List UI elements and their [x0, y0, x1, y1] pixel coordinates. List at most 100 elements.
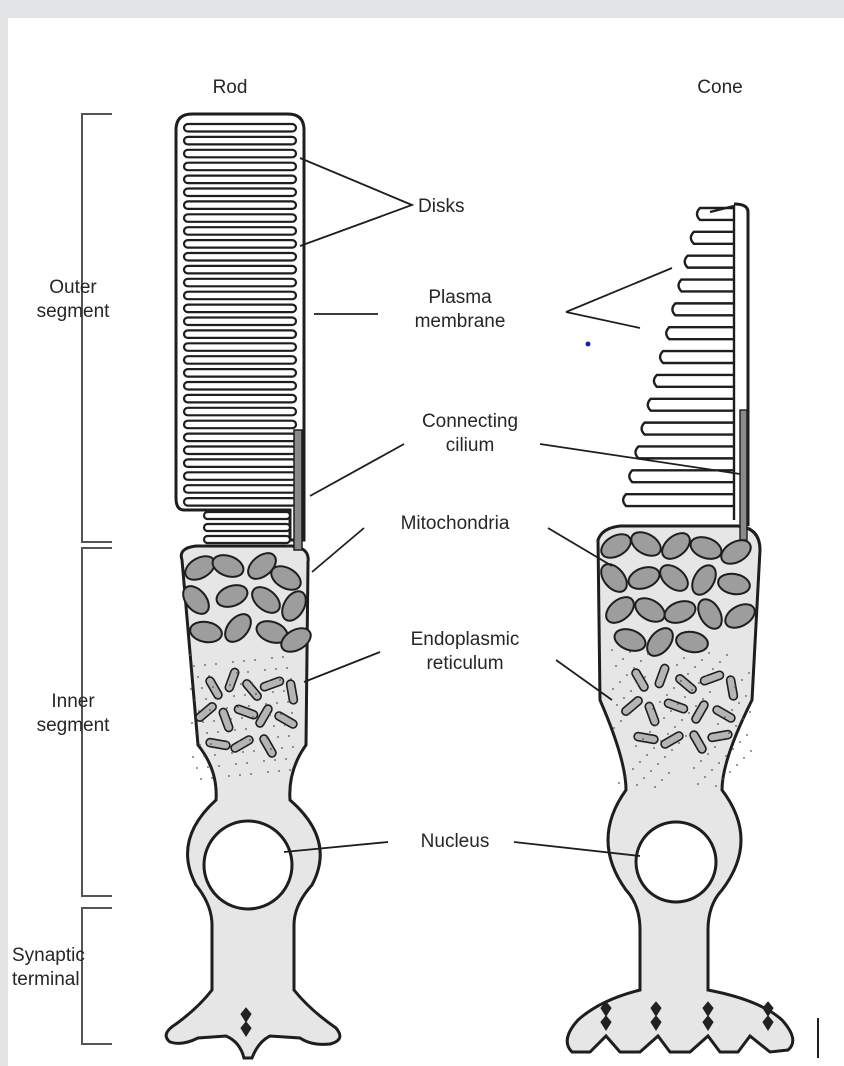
nucleus-label: Nucleus — [395, 830, 515, 854]
rod-inner-body — [166, 546, 340, 1058]
rod-disk — [184, 318, 296, 326]
cone-speckle — [673, 687, 675, 689]
rod-speckle — [280, 713, 282, 715]
cone-membrane-fold — [666, 327, 734, 339]
rod-speckle — [198, 710, 200, 712]
rod-speckle — [249, 739, 251, 741]
cone-speckle — [729, 771, 731, 773]
rod-speckle — [204, 664, 206, 666]
rod-speckle — [292, 746, 294, 748]
plasma-membrane-pointer-cone-a — [566, 268, 672, 312]
rod-speckle — [265, 703, 267, 705]
rod-disk — [204, 536, 290, 543]
cone-speckle — [722, 778, 724, 780]
rod-speckle — [276, 702, 278, 704]
connecting-cilium-line-1: Connecting — [395, 410, 545, 434]
rod-speckle — [268, 680, 270, 682]
cone-speckle — [694, 666, 696, 668]
rod-speckle — [282, 656, 284, 658]
cone-speckle — [700, 760, 702, 762]
segment-brackets — [82, 114, 112, 1044]
cone-speckle — [623, 697, 625, 699]
cone-speckle — [629, 651, 631, 653]
rod-speckle — [217, 731, 219, 733]
rod-speckle — [197, 676, 199, 678]
cone-speckle — [711, 769, 713, 771]
cone-cilium — [740, 410, 747, 540]
inner-segment-line-1: Inner — [18, 690, 128, 714]
rod-speckle — [196, 767, 198, 769]
cone-speckle — [732, 748, 734, 750]
cone-speckle — [731, 709, 733, 711]
rod-speckle — [273, 725, 275, 727]
cone-membrane-fold — [648, 399, 734, 411]
cone-speckle — [743, 757, 745, 759]
rod-speckle — [229, 684, 231, 686]
cone-cell — [567, 204, 818, 1058]
rod-speckle — [289, 769, 291, 771]
rod-disk — [184, 266, 296, 274]
cone-speckle — [735, 725, 737, 727]
cone-speckle — [698, 682, 700, 684]
rod-disk — [184, 163, 296, 171]
rod-disk — [184, 369, 296, 377]
cone-speckle — [630, 690, 632, 692]
rod-speckle — [252, 716, 254, 718]
cone-membrane-fold — [691, 232, 734, 244]
cone-membrane-fold — [629, 470, 734, 482]
cone-speckle — [739, 741, 741, 743]
rod-nucleus — [204, 821, 292, 909]
rod-speckle — [281, 747, 283, 749]
rod-disk — [184, 240, 296, 248]
cone-speckle — [709, 691, 711, 693]
rod-speckle — [234, 729, 236, 731]
cone-speckle — [685, 735, 687, 737]
rod-disk — [184, 434, 296, 442]
rod-disk — [184, 343, 296, 351]
rod-disk — [184, 176, 296, 184]
rod-speckle — [237, 706, 239, 708]
cone-speckle — [639, 761, 641, 763]
er-pointer-rod — [304, 652, 380, 682]
cone-speckle — [646, 754, 648, 756]
cone-speckle — [622, 658, 624, 660]
cone-speckle — [654, 786, 656, 788]
cone-speckle — [664, 756, 666, 758]
rod-speckle — [232, 661, 234, 663]
rod-cilium — [294, 430, 302, 550]
rod-speckle — [193, 665, 195, 667]
rod-speckle — [285, 758, 287, 760]
rod-speckle — [238, 740, 240, 742]
rod-speckle — [192, 756, 194, 758]
rod-speckle — [287, 701, 289, 703]
rod-speckle — [214, 754, 216, 756]
cone-membrane-fold — [642, 423, 734, 435]
cone-speckle — [688, 712, 690, 714]
cone-speckle — [717, 723, 719, 725]
cone-speckle — [653, 747, 655, 749]
rod-speckle — [230, 718, 232, 720]
cone-speckle — [661, 779, 663, 781]
rod-speckle — [290, 678, 292, 680]
rod-speckle — [210, 743, 212, 745]
cone-speckle — [736, 764, 738, 766]
rod-speckle — [255, 693, 257, 695]
cone-speckle — [671, 749, 673, 751]
rod-disk — [184, 472, 296, 480]
rod-disk — [184, 137, 296, 145]
rod-speckle — [245, 728, 247, 730]
stray-dot — [586, 342, 591, 347]
cone-speckle — [635, 745, 637, 747]
plasma-membrane-line-2: membrane — [390, 310, 530, 334]
cone-speckle — [636, 784, 638, 786]
cone-speckle — [649, 731, 651, 733]
cone-speckle — [644, 676, 646, 678]
rod-speckle — [264, 669, 266, 671]
rod-speckle — [263, 760, 265, 762]
cone-speckle — [625, 775, 627, 777]
rod-speckle — [267, 771, 269, 773]
rod-speckle — [215, 663, 217, 665]
connecting-cilium-line-2: cilium — [395, 434, 545, 458]
cone-speckle — [715, 785, 717, 787]
rod-speckle — [227, 741, 229, 743]
